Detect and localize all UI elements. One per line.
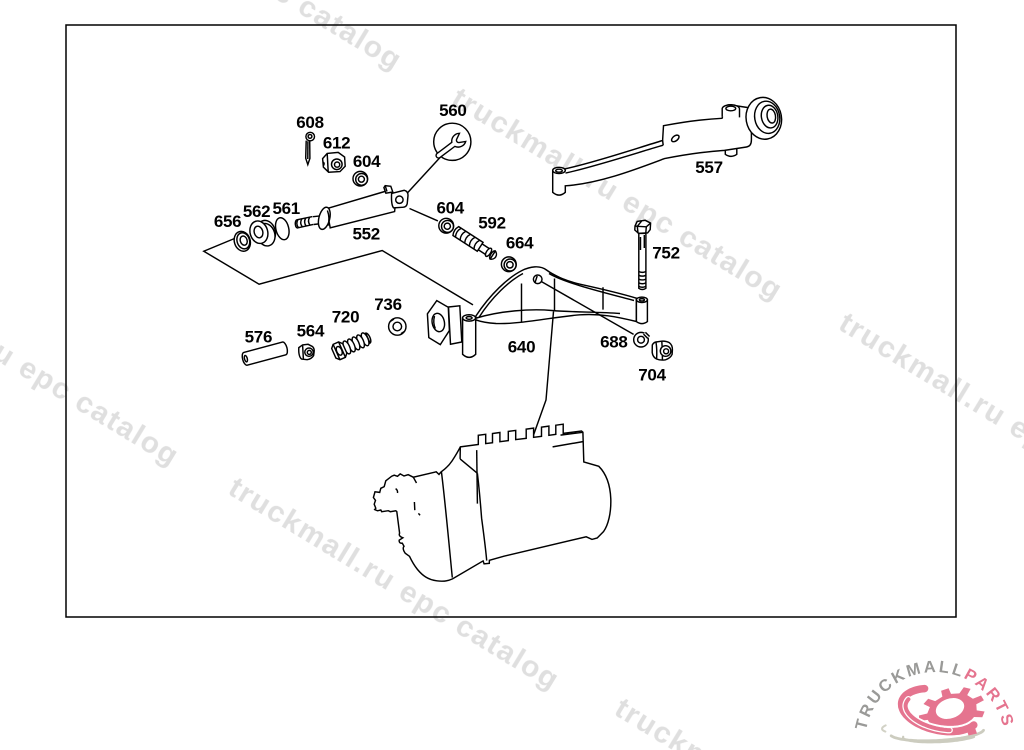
svg-text:704: 704 — [638, 366, 666, 385]
svg-text:truckmall.ru epc catalog: truckmall.ru epc catalog — [66, 0, 409, 77]
svg-text:608: 608 — [296, 113, 323, 132]
svg-text:720: 720 — [332, 307, 359, 326]
svg-text:truckmall.ru epc catalog: truckmall.ru epc catalog — [833, 306, 1024, 532]
svg-text:736: 736 — [374, 295, 401, 314]
svg-text:560: 560 — [439, 101, 466, 120]
svg-text:612: 612 — [323, 133, 350, 152]
svg-text:640: 640 — [508, 337, 535, 356]
svg-text:561: 561 — [272, 199, 299, 218]
svg-text:552: 552 — [352, 224, 379, 243]
svg-text:564: 564 — [297, 321, 325, 340]
svg-text:656: 656 — [214, 212, 241, 231]
svg-text:truckmall.ru epc catalog: truckmall.ru epc catalog — [0, 247, 185, 473]
svg-text:557: 557 — [695, 158, 722, 177]
svg-text:562: 562 — [243, 202, 270, 221]
svg-text:752: 752 — [652, 244, 679, 263]
svg-text:604: 604 — [436, 198, 464, 217]
svg-text:592: 592 — [478, 213, 505, 232]
svg-text:664: 664 — [506, 234, 534, 253]
svg-text:576: 576 — [245, 327, 272, 346]
svg-text:604: 604 — [353, 152, 381, 171]
svg-text:688: 688 — [600, 333, 627, 352]
